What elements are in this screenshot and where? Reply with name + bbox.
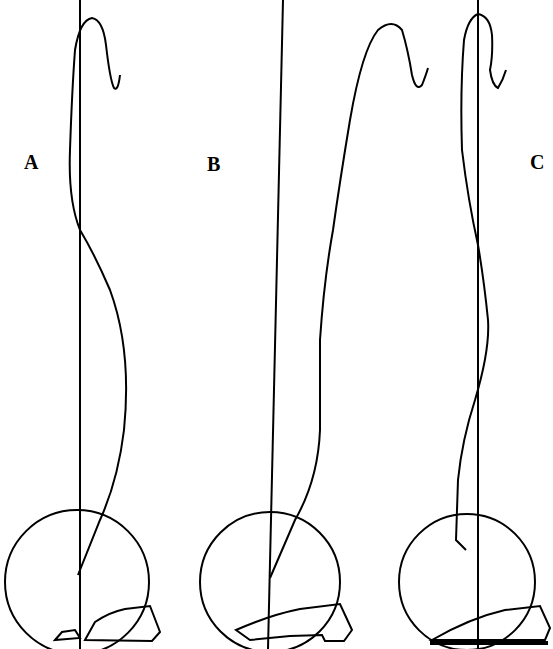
pelvis (432, 606, 550, 640)
plumb-line (79, 0, 81, 649)
plumb-line (477, 0, 479, 649)
panel-label: C (530, 152, 544, 172)
femoral-head (399, 514, 535, 649)
pelvis-fragment (55, 630, 80, 640)
profile-b (200, 0, 428, 649)
femoral-head (5, 510, 149, 649)
pelvis (85, 606, 160, 641)
profile-c (399, 0, 550, 649)
panel-label: B (207, 154, 220, 174)
pelvis (236, 604, 352, 641)
panel-label: A (24, 152, 38, 172)
spine-curve (456, 14, 506, 550)
spine-curve (270, 24, 428, 578)
spine-curve (70, 18, 126, 575)
profile-a (5, 0, 160, 649)
femoral-head (200, 512, 340, 649)
base-line (430, 641, 548, 645)
